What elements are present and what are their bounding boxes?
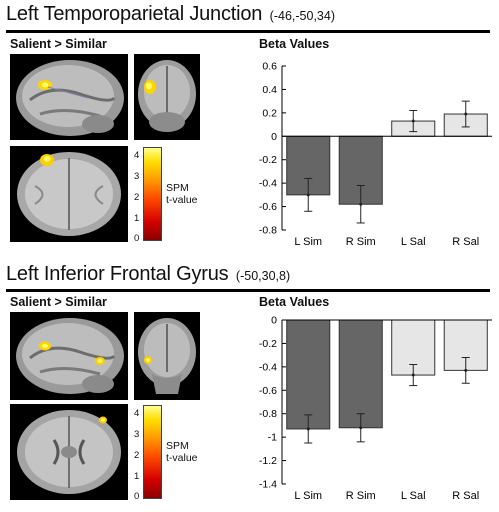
colorbar-tick: 2	[134, 450, 140, 461]
y-tick-label: -1.2	[259, 455, 277, 467]
colorbar-label: SPM t-value	[166, 440, 198, 464]
axial-brain-slice	[10, 404, 128, 500]
axial-brain-slice	[10, 146, 128, 242]
colorbar-tick: 4	[134, 150, 140, 161]
sagittal-brain-slice	[10, 312, 128, 400]
colorbar-tick: 1	[134, 471, 140, 482]
bar	[338, 319, 383, 429]
y-tick-label: 0.2	[262, 107, 277, 119]
bar	[286, 319, 331, 430]
contrast-label: Salient > Similar	[10, 37, 107, 51]
colorbar-label-line2: t-value	[166, 194, 198, 206]
mean-point	[411, 119, 415, 123]
colorbar-tick: 0	[134, 491, 140, 502]
colorbar-tick: 3	[134, 171, 140, 182]
title-underline	[6, 30, 490, 33]
panel-tpj: Left Temporoparietal Junction (-46,-50,3…	[6, 3, 492, 248]
y-tick-label: -0.6	[259, 385, 277, 397]
y-tick-label: -0.8	[259, 225, 277, 237]
region-name: Left Inferior Frontal Gyrus	[6, 263, 229, 285]
panel-title: Left Temporoparietal Junction (-46,-50,3…	[6, 3, 335, 26]
colorbar-label-line2: t-value	[166, 452, 198, 464]
y-tick-label: -0.4	[259, 361, 277, 373]
x-tick-label: L Sim	[294, 236, 322, 248]
mean-point	[411, 373, 415, 377]
mean-point	[464, 112, 468, 116]
colorbar-label-line1: SPM	[166, 440, 189, 452]
x-tick-label: L Sal	[401, 236, 426, 248]
y-tick-label: -0.8	[259, 408, 277, 420]
colorbar-tick: 2	[134, 192, 140, 203]
x-tick-label: L Sal	[401, 490, 426, 502]
spm-colorbar	[143, 147, 162, 241]
mean-point	[359, 426, 363, 430]
mean-point	[359, 202, 363, 206]
region-coordinates: (-46,-50,34)	[269, 9, 335, 23]
y-tick-label: -1.4	[259, 479, 277, 491]
spm-colorbar	[143, 405, 162, 499]
y-tick-label: -1	[268, 432, 277, 444]
panel-ifg: Left Inferior Frontal Gyrus (-50,30,8) S…	[0, 256, 499, 512]
colorbar-tick: 4	[134, 408, 140, 419]
y-tick-label: 0.6	[262, 61, 277, 73]
y-tick-label: -0.2	[259, 338, 277, 350]
coronal-brain-slice	[134, 54, 200, 140]
colorbar-tick: 0	[134, 233, 140, 244]
chart-title: Beta Values	[259, 295, 330, 309]
y-tick-label: 0	[271, 315, 277, 327]
title-underline	[6, 289, 490, 292]
y-tick-label: 0.4	[262, 84, 277, 96]
mean-point	[464, 368, 468, 372]
x-tick-label: R Sal	[452, 236, 479, 248]
region-coordinates: (-50,30,8)	[235, 269, 291, 283]
y-tick-label: -0.2	[259, 154, 277, 166]
beta-values-chart: 0.6 0.4 0.2 0 -0.2 -0.4 -0.6 -0.8 L Sim R Sim L Sa…	[259, 61, 492, 248]
mean-point	[306, 193, 310, 197]
sagittal-brain-slice	[10, 54, 128, 140]
y-tick-label: -0.4	[259, 178, 277, 190]
colorbar-label: SPM t-value	[166, 182, 198, 206]
x-tick-label: R Sim	[346, 490, 376, 502]
x-tick-label: R Sim	[346, 236, 376, 248]
contrast-label: Salient > Similar	[10, 295, 107, 309]
mean-point	[306, 427, 310, 431]
x-tick-label: L Sim	[294, 490, 322, 502]
chart-title: Beta Values	[259, 37, 330, 51]
region-name: Left Temporoparietal Junction	[6, 3, 263, 25]
colorbar-label-line1: SPM	[166, 182, 189, 194]
colorbar-tick: 1	[134, 213, 140, 224]
y-tick-label: 0	[271, 131, 277, 143]
coronal-brain-slice	[134, 312, 200, 400]
panel-title: Left Inferior Frontal Gyrus (-50,30,8)	[6, 263, 290, 286]
x-tick-label: R Sal	[452, 490, 479, 502]
beta-values-chart: 0 -0.2 -0.4 -0.6 -0.8 -1 -1.2 -1.4 L Sim R Sim L S…	[259, 315, 492, 502]
y-tick-label: -0.6	[259, 201, 277, 213]
colorbar-tick: 3	[134, 429, 140, 440]
